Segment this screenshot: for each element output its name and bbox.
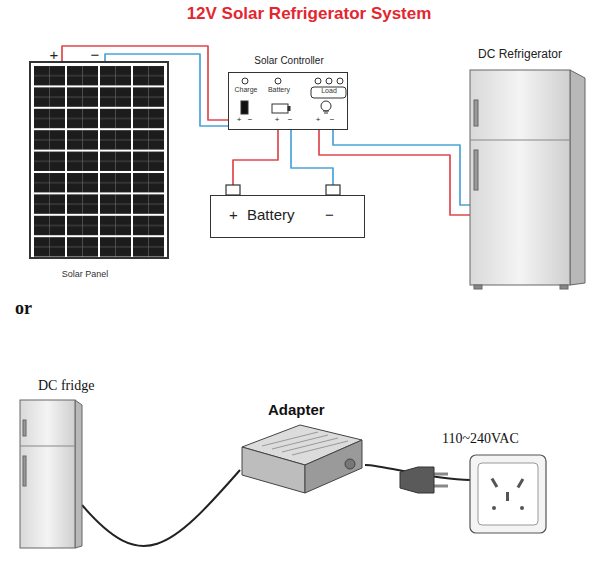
node-text: DC Refrigerator <box>478 48 562 62</box>
solar-panel: Solar Panel <box>30 62 168 258</box>
wire-connector <box>233 130 333 195</box>
text-label: + <box>275 115 280 124</box>
wire <box>333 130 470 205</box>
node-text: 110~240VAC <box>442 431 519 447</box>
node-text: − <box>325 206 334 223</box>
node-text: Solar Panel <box>62 269 109 279</box>
diagram-title: 12V Solar Refrigerator System <box>187 4 432 24</box>
wall-outlet: 110~240VAC <box>470 455 546 533</box>
node-text: Battery <box>268 86 290 94</box>
wire-connector <box>82 470 240 546</box>
text-label: + <box>50 46 59 63</box>
text-label: − <box>248 115 253 124</box>
text-label: or <box>15 298 32 319</box>
adapter-drawing <box>242 425 362 493</box>
text-label: − <box>91 46 100 63</box>
wire <box>319 130 470 215</box>
fridge-drawing <box>20 400 82 548</box>
battery-box: + Battery − <box>210 195 365 238</box>
text-label: + <box>316 115 321 124</box>
node-text: DC fridge <box>38 378 94 394</box>
wall-outlet-drawing <box>470 455 546 533</box>
plug-drawing <box>400 467 448 493</box>
refrigerator-drawing <box>470 70 585 289</box>
node-text: Charge <box>235 86 258 94</box>
node-text: + <box>229 206 238 223</box>
solar-panel-drawing <box>30 62 168 258</box>
wire <box>82 470 240 546</box>
dc-fridge: DC fridge <box>20 400 82 548</box>
node-text: Solar Controller <box>254 55 323 67</box>
node-text: Adapter <box>268 401 325 418</box>
text-label: + <box>237 115 242 124</box>
text-label: − <box>330 115 335 124</box>
controller-icons <box>241 78 346 114</box>
wire-connector <box>319 130 470 215</box>
battery-terminals <box>226 185 340 195</box>
node-text: Load <box>321 87 337 95</box>
node-text: Battery <box>247 206 295 223</box>
power-adapter: Adapter <box>240 425 365 495</box>
text-label: − <box>288 115 293 124</box>
dc-refrigerator: DC Refrigerator <box>470 70 585 285</box>
